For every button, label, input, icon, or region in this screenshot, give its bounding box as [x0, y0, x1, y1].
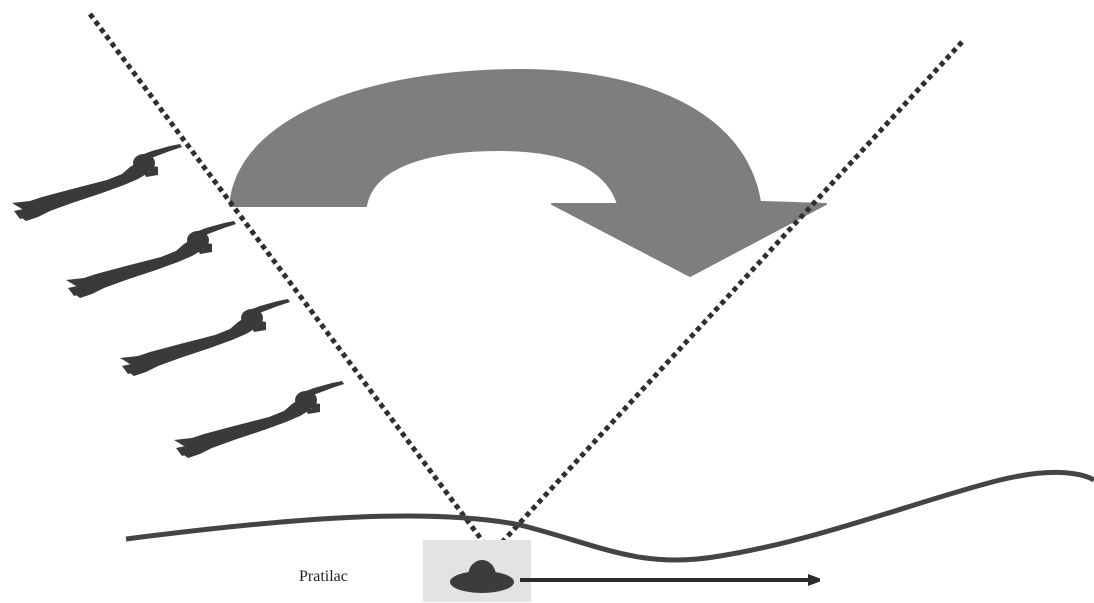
swimmer-icon — [66, 221, 236, 298]
person-label: Pratilac — [299, 568, 348, 585]
wave-line — [125, 470, 1094, 563]
swimmer-icon — [174, 381, 344, 458]
right-dotted-line — [492, 40, 964, 553]
swimmer-icon — [12, 144, 182, 221]
left-dotted-line — [87, 12, 493, 553]
curved-turn-arrow-icon — [229, 69, 827, 277]
swimmer-icon — [120, 299, 290, 376]
